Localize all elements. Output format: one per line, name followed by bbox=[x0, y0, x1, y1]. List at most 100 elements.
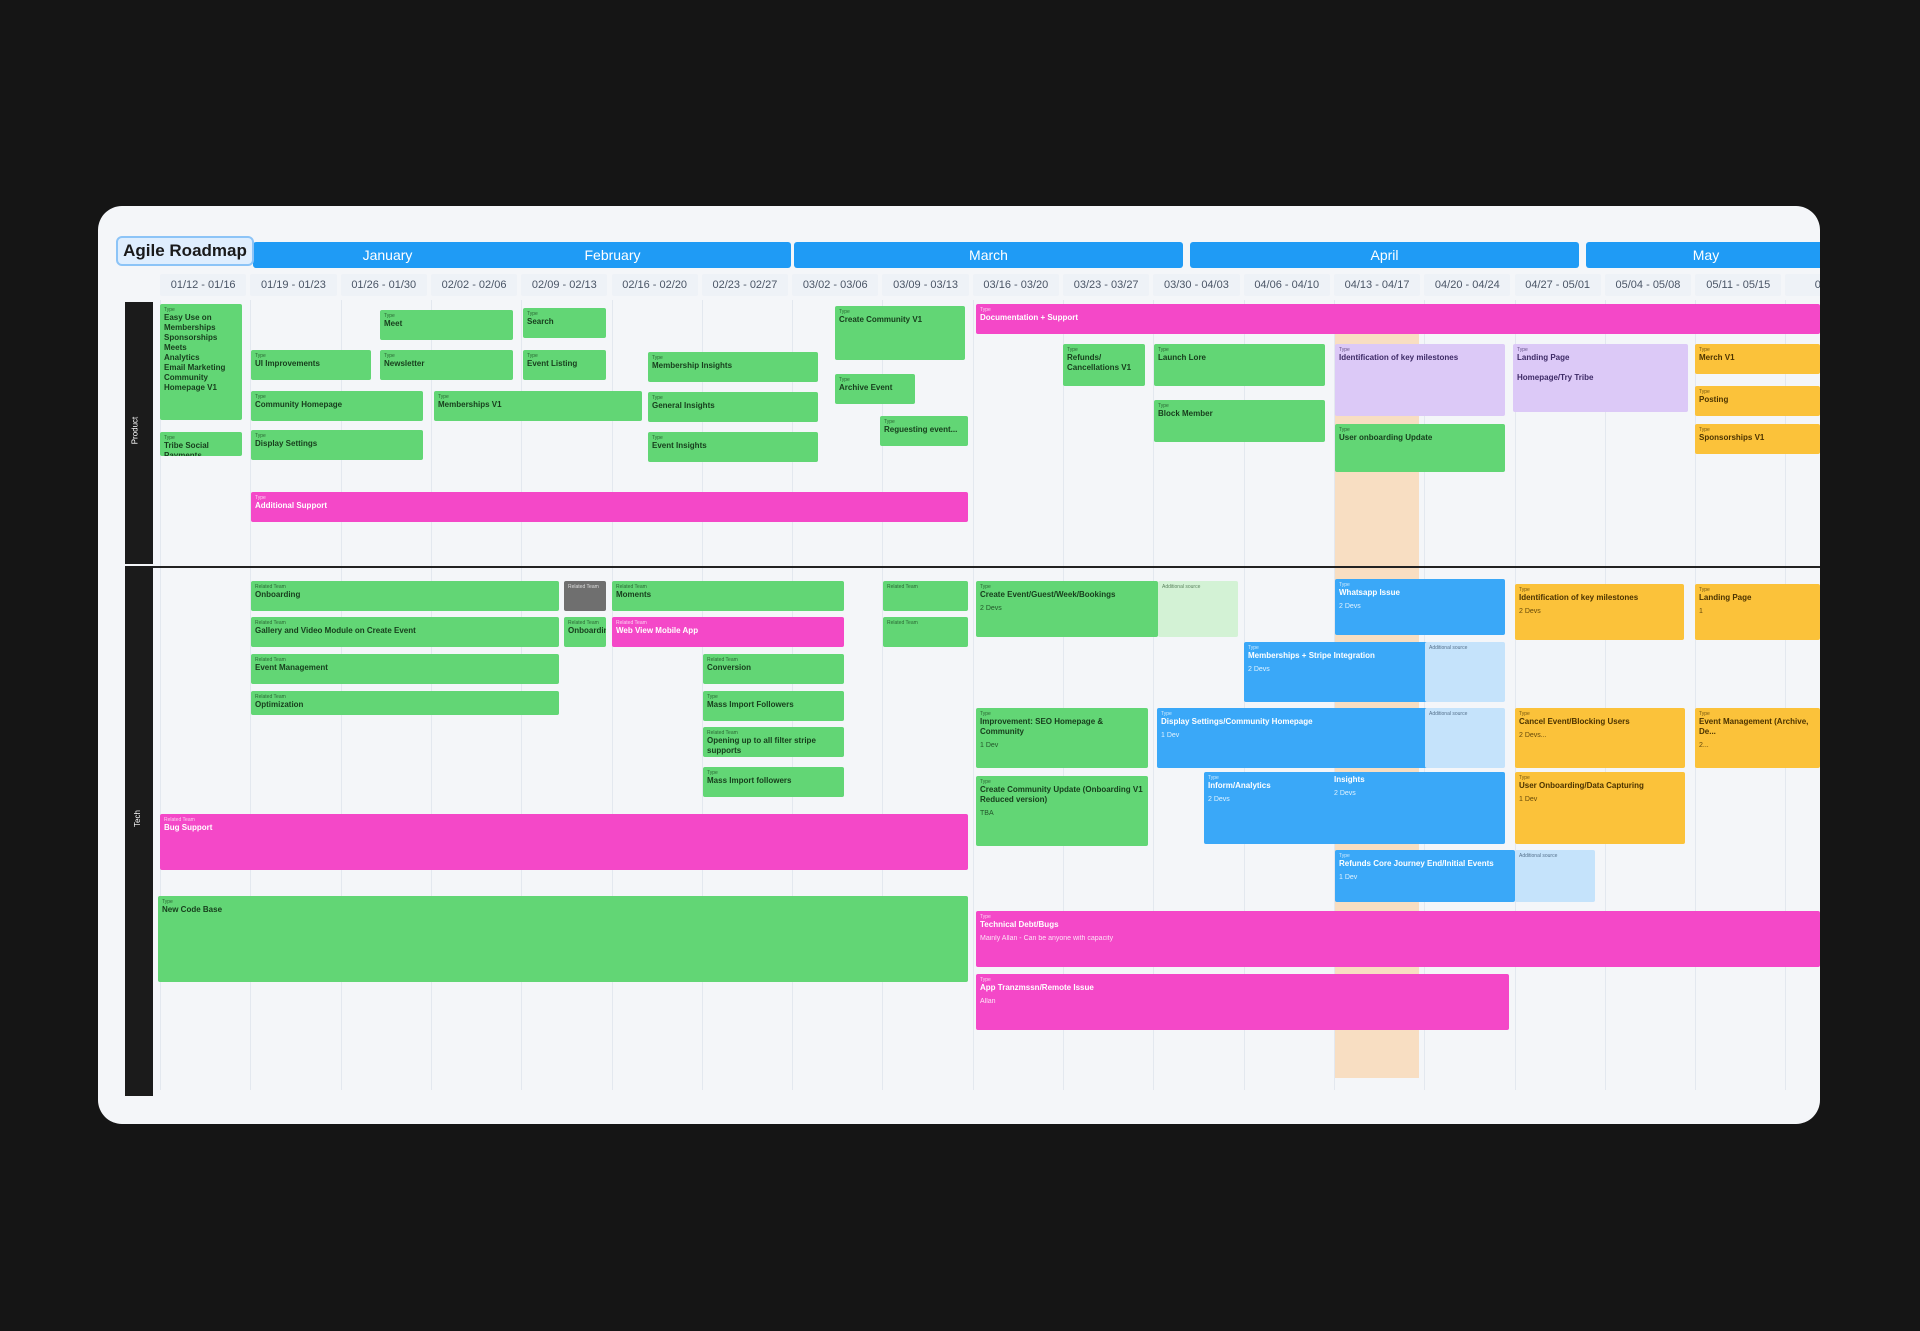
roadmap-card[interactable]: Related Team bbox=[564, 581, 606, 611]
card-subtitle: 2 Devs bbox=[1334, 790, 1356, 797]
week-column-header: 01/19 - 01/23 bbox=[250, 274, 337, 296]
card-subtitle: TBA bbox=[980, 810, 994, 817]
card-title: Refunds Core Journey End/Initial Events bbox=[1339, 859, 1494, 868]
card-title: Membership Insights bbox=[652, 361, 733, 370]
card-type-label: Related Team bbox=[255, 657, 286, 663]
card-title: Create Community Update (Onboarding V1 R… bbox=[980, 785, 1143, 804]
card-subtitle: 1 Dev bbox=[1161, 732, 1180, 739]
week-column-header: 05/11 - 05/15 bbox=[1695, 274, 1782, 296]
card-type-label: Type bbox=[652, 355, 663, 361]
lane-label-tech: Tech bbox=[132, 810, 142, 827]
card-title: Gallery and Video Module on Create Event bbox=[255, 626, 416, 635]
week-gridline bbox=[701, 300, 703, 1090]
card-type-label: Type bbox=[980, 711, 991, 717]
roadmap-card[interactable]: Related Team bbox=[883, 617, 968, 647]
card-type-label: Related Team bbox=[568, 620, 599, 626]
week-column-header: 02/23 - 02/27 bbox=[701, 274, 789, 296]
card-type-label: Type bbox=[1158, 347, 1169, 353]
roadmap-card[interactable]: Additional source bbox=[1158, 581, 1238, 637]
card-title: Onboarding bbox=[255, 590, 301, 599]
card-type-label: Type bbox=[839, 309, 850, 315]
card-type-label: Type bbox=[980, 584, 991, 590]
card-title: Technical Debt/Bugs bbox=[980, 920, 1059, 929]
board-title[interactable]: Agile Roadmap bbox=[116, 236, 254, 266]
card-title: Whatsapp Issue bbox=[1339, 588, 1400, 597]
card-title: Landing Page Homepage/Try Tribe bbox=[1517, 353, 1594, 382]
card-title: Newsletter bbox=[384, 359, 425, 368]
card-title: Block Member bbox=[1158, 409, 1213, 418]
roadmap-card[interactable]: Additional source bbox=[1515, 850, 1595, 902]
card-title: Event Management bbox=[255, 663, 328, 672]
card-title: Sponsorships V1 bbox=[1699, 433, 1765, 442]
card-type-label: Type bbox=[1519, 775, 1530, 781]
card-type-label: Type bbox=[1699, 711, 1710, 717]
week-column-header: 03/02 - 03/06 bbox=[792, 274, 879, 296]
card-type-label: Type bbox=[384, 313, 395, 319]
card-type-label: Type bbox=[1339, 582, 1350, 588]
card-title: Memberships + Stripe Integration bbox=[1248, 651, 1375, 660]
week-gridline bbox=[1695, 300, 1697, 1090]
roadmap-card[interactable]: Related Team bbox=[883, 581, 968, 611]
roadmap-card[interactable]: Additional source bbox=[1425, 642, 1505, 702]
card-type-label: Type bbox=[527, 353, 538, 359]
roadmap-card[interactable]: Additional source bbox=[1425, 708, 1505, 768]
